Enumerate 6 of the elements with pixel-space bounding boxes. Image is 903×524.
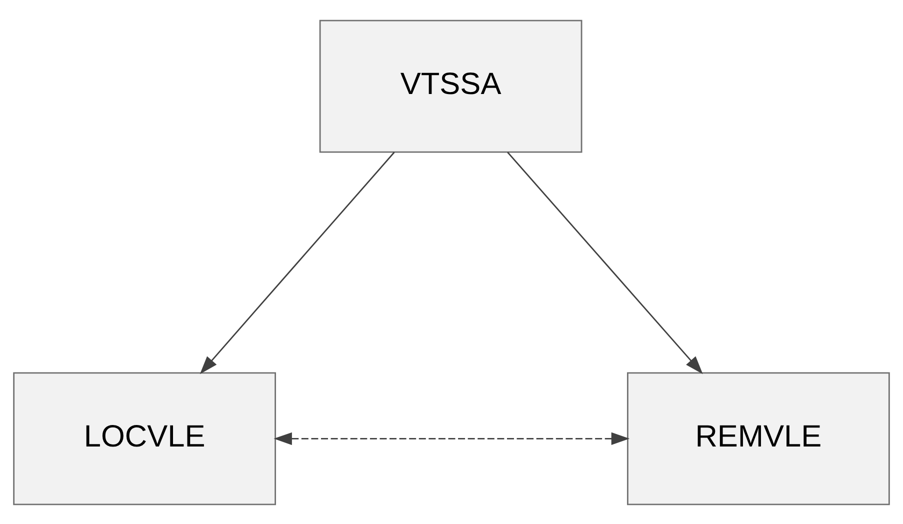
node-box: VTSSA <box>319 19 582 152</box>
arrow <box>507 151 703 374</box>
node-box: REMVLE <box>626 372 890 505</box>
node-box: LOCVLE <box>13 372 276 505</box>
arrow <box>274 432 630 445</box>
arrow <box>200 151 395 374</box>
